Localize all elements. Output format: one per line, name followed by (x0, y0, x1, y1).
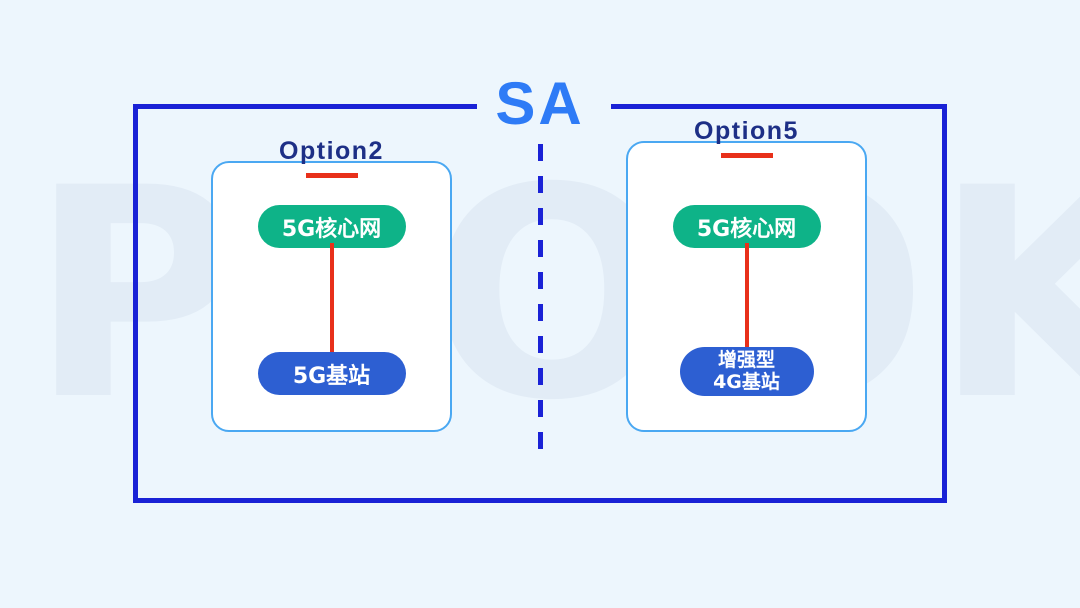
option5-title-underline (720, 153, 773, 158)
sa-title: SA (495, 70, 585, 137)
option2-title: Option2 (279, 137, 384, 165)
option2-card[interactable]: Option2 5G核心网 5G基站 (211, 139, 452, 432)
frame-top-border-left (133, 104, 477, 109)
option5-title: Option5 (694, 117, 799, 145)
option5-connector-line (744, 243, 749, 352)
option2-core-network-node[interactable]: 5G核心网 (257, 205, 406, 248)
option2-title-underline (305, 173, 358, 178)
option2-base-station-node[interactable]: 5G基站 (257, 352, 406, 395)
frame-top-border-right (611, 104, 947, 109)
option5-core-network-node[interactable]: 5G核心网 (672, 205, 821, 248)
option2-connector-line (329, 243, 334, 357)
option5-base-station-node[interactable]: 增强型 4G基站 (679, 347, 814, 396)
option5-card[interactable]: Option5 5G核心网 增强型 4G基站 (626, 119, 867, 432)
center-dashed-divider (538, 144, 543, 464)
